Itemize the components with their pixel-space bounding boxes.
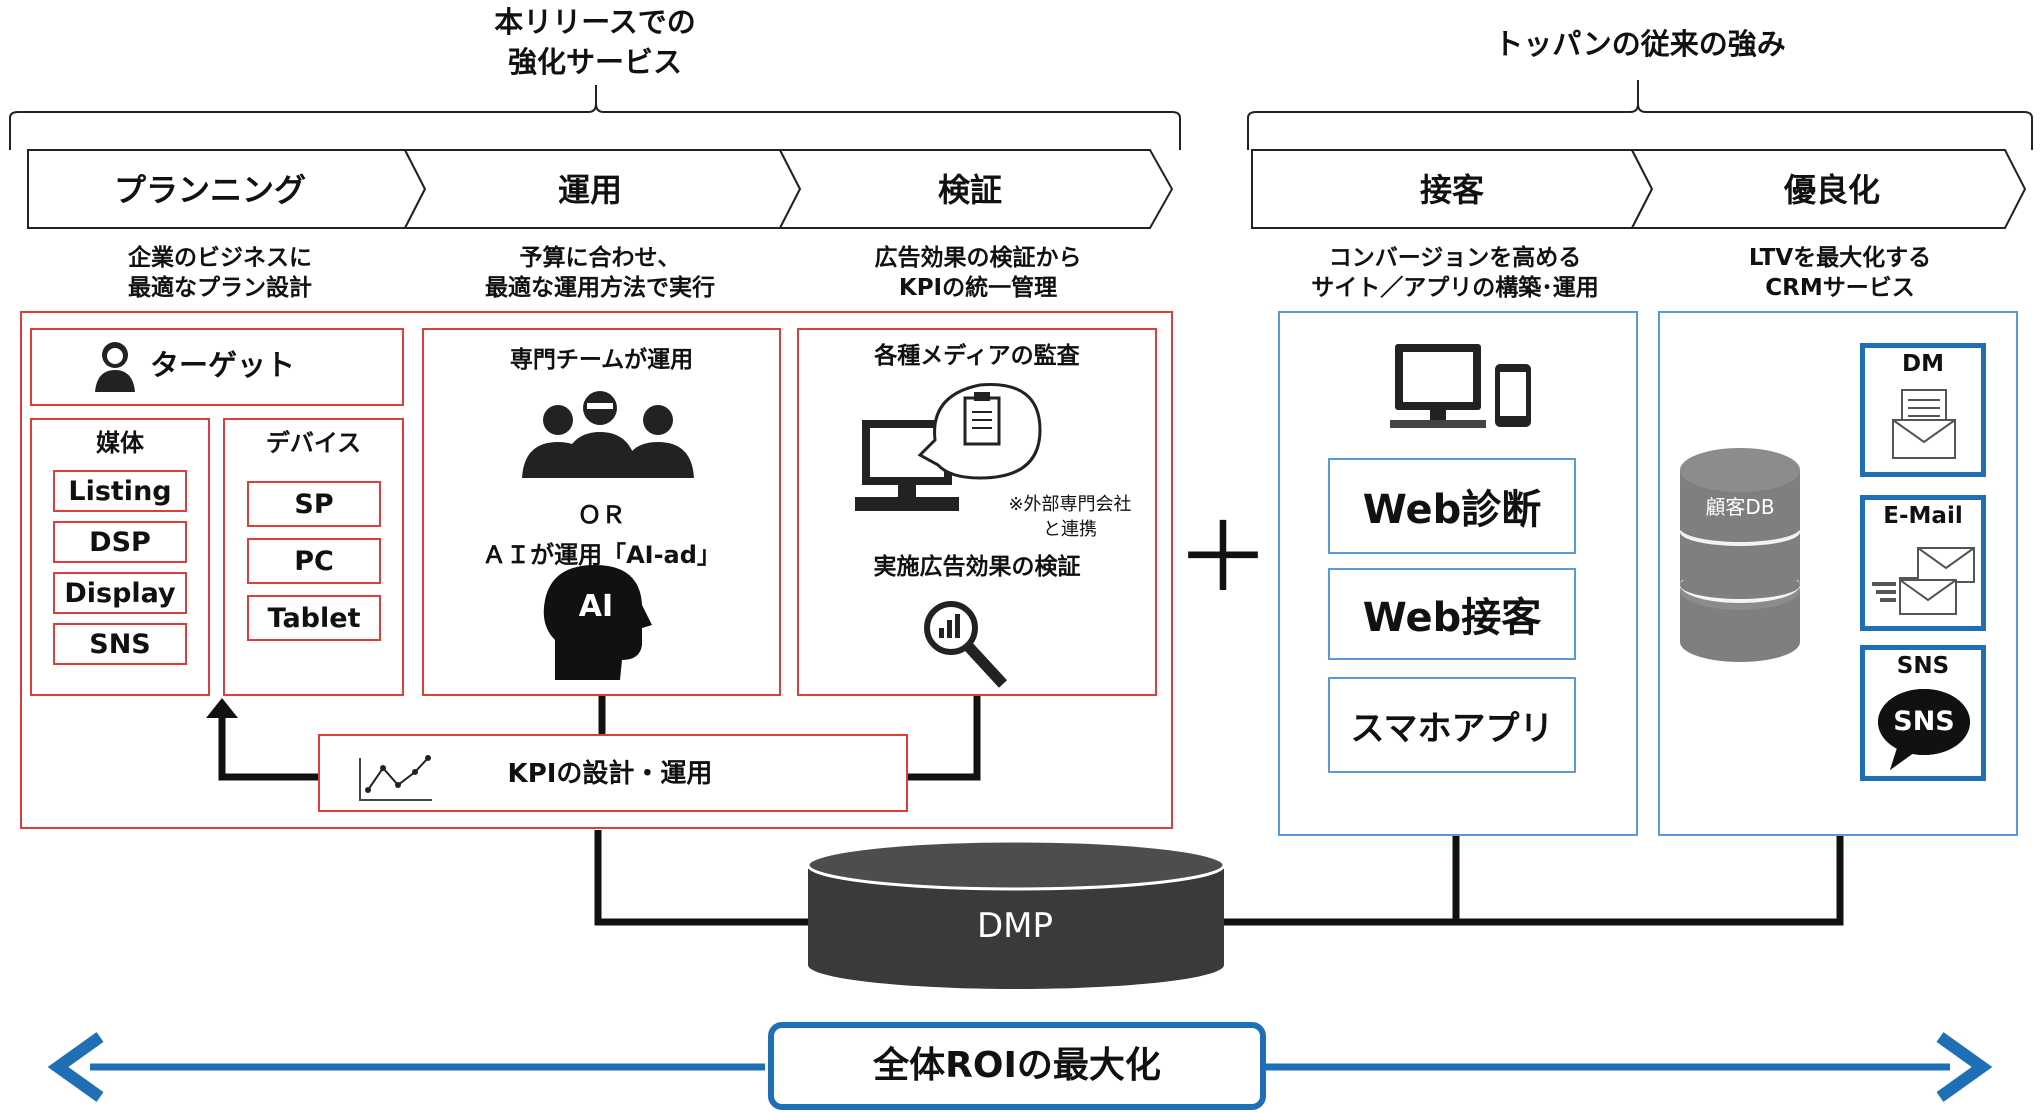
verification-title: 各種メディアの監査 bbox=[874, 343, 1080, 369]
customer-db-icon bbox=[1680, 448, 1800, 662]
right-brace bbox=[1247, 80, 2033, 150]
stage-label-operation: 運用 bbox=[557, 171, 622, 209]
stage-desc-planning-1: 企業のビジネスに bbox=[128, 245, 312, 271]
magnifier-chart-icon bbox=[924, 601, 1008, 688]
crm-channel-dm bbox=[1860, 343, 1986, 477]
stage-label-customer: 接客 bbox=[1419, 171, 1484, 209]
dmp-cylinder-icon bbox=[806, 839, 1226, 989]
stage-desc-crm-2: CRMサービス bbox=[1765, 275, 1915, 301]
verification-note-1: ※外部専門会社 bbox=[1008, 494, 1132, 515]
device-item-tablet: Tablet bbox=[247, 595, 381, 641]
operation-ai-label: ＡＩが運用「AI-ad」 bbox=[482, 541, 721, 569]
device-title: デバイス bbox=[265, 429, 362, 457]
right-section-title: トッパンの従来の強み bbox=[1494, 27, 1786, 61]
customer-db-label: 顧客DB bbox=[1705, 495, 1775, 519]
stage-desc-customer-1: コンバージョンを高める bbox=[1328, 245, 1582, 271]
chevron-crm bbox=[1630, 149, 2027, 229]
stage-label-crm: 優良化 bbox=[1783, 171, 1880, 209]
media-title: 媒体 bbox=[96, 429, 144, 457]
operation-title: 専門チームが運用 bbox=[509, 347, 694, 373]
person-icon bbox=[95, 342, 135, 392]
left-section-title-line1: 本リリースでの bbox=[494, 5, 696, 39]
stage-desc-customer-2: サイト／アプリの構築･運用 bbox=[1311, 275, 1599, 301]
dmp-label: DMP bbox=[976, 906, 1054, 946]
device-box bbox=[223, 418, 404, 696]
web-diagnosis-item: Web診断 bbox=[1328, 458, 1576, 554]
media-item-dsp: DSP bbox=[53, 521, 187, 563]
ai-head-icon bbox=[543, 565, 652, 680]
stage-label-planning: プランニング bbox=[113, 171, 306, 209]
enhanced-services-panel bbox=[20, 311, 1173, 829]
stage-label-verification: 検証 bbox=[937, 171, 1002, 209]
crm-channel-sns bbox=[1860, 645, 1986, 781]
web-customer-service-item: Web接客 bbox=[1328, 568, 1576, 660]
monitor-audit-icon bbox=[855, 383, 1042, 511]
stage-desc-verification-2: KPIの統一管理 bbox=[898, 275, 1058, 301]
arrow-head-up bbox=[206, 698, 238, 718]
target-box bbox=[30, 328, 404, 406]
verification-effect-title: 実施広告効果の検証 bbox=[873, 554, 1081, 580]
media-box bbox=[30, 418, 210, 696]
media-item-listing: Listing bbox=[53, 470, 187, 512]
customer-panel bbox=[1278, 311, 1638, 836]
operation-box bbox=[422, 328, 781, 696]
roi-box bbox=[768, 1022, 1266, 1110]
device-item-sp: SP bbox=[247, 481, 381, 527]
stage-desc-crm-1: LTVを最大化する bbox=[1748, 245, 1932, 271]
roi-double-arrow bbox=[47, 1032, 1993, 1102]
left-section-title-line2: 強化サービス bbox=[507, 45, 682, 79]
chevron-verification bbox=[778, 149, 1174, 229]
sns-bubble-text: SNS bbox=[1893, 706, 1955, 737]
media-item-display: Display bbox=[53, 572, 187, 614]
device-item-pc: PC bbox=[247, 538, 381, 584]
ai-icon-text: AI bbox=[578, 589, 614, 624]
line-verification-kpi bbox=[908, 695, 981, 781]
team-icon bbox=[522, 391, 694, 478]
stage-desc-operation-2: 最適な運用方法で実行 bbox=[485, 275, 715, 301]
verification-note-2: と連携 bbox=[1043, 519, 1097, 540]
line-dmp-right bbox=[1215, 836, 1844, 926]
crm-channel-dm-label: DM bbox=[1902, 351, 1944, 377]
plus-sign: ＋ bbox=[1175, 502, 1271, 614]
media-item-sns: SNS bbox=[53, 623, 187, 665]
desktop-phone-icon bbox=[1390, 344, 1531, 428]
roi-label: 全体ROIの最大化 bbox=[873, 1045, 1161, 1086]
stage-desc-operation-1: 予算に合わせ、 bbox=[519, 245, 681, 271]
line-left-dmp bbox=[594, 830, 815, 926]
crm-panel bbox=[1658, 311, 2018, 836]
crm-channel-sns-label: SNS bbox=[1896, 653, 1950, 679]
crm-channel-email bbox=[1860, 495, 1986, 631]
line-kpi-planning bbox=[218, 715, 318, 781]
stage-desc-verification-1: 広告効果の検証から bbox=[874, 245, 1082, 271]
left-brace bbox=[9, 85, 1181, 150]
crm-channel-email-label: E-Mail bbox=[1883, 503, 1963, 529]
stage-desc-planning-2: 最適なプラン設計 bbox=[128, 275, 312, 301]
target-label: ターゲット bbox=[150, 348, 296, 382]
smartphone-app-item: スマホアプリ bbox=[1328, 677, 1576, 773]
operation-or-label: ＯＲ bbox=[577, 501, 626, 529]
kpi-label: KPIの設計・運用 bbox=[507, 759, 713, 789]
verification-box bbox=[797, 328, 1157, 696]
